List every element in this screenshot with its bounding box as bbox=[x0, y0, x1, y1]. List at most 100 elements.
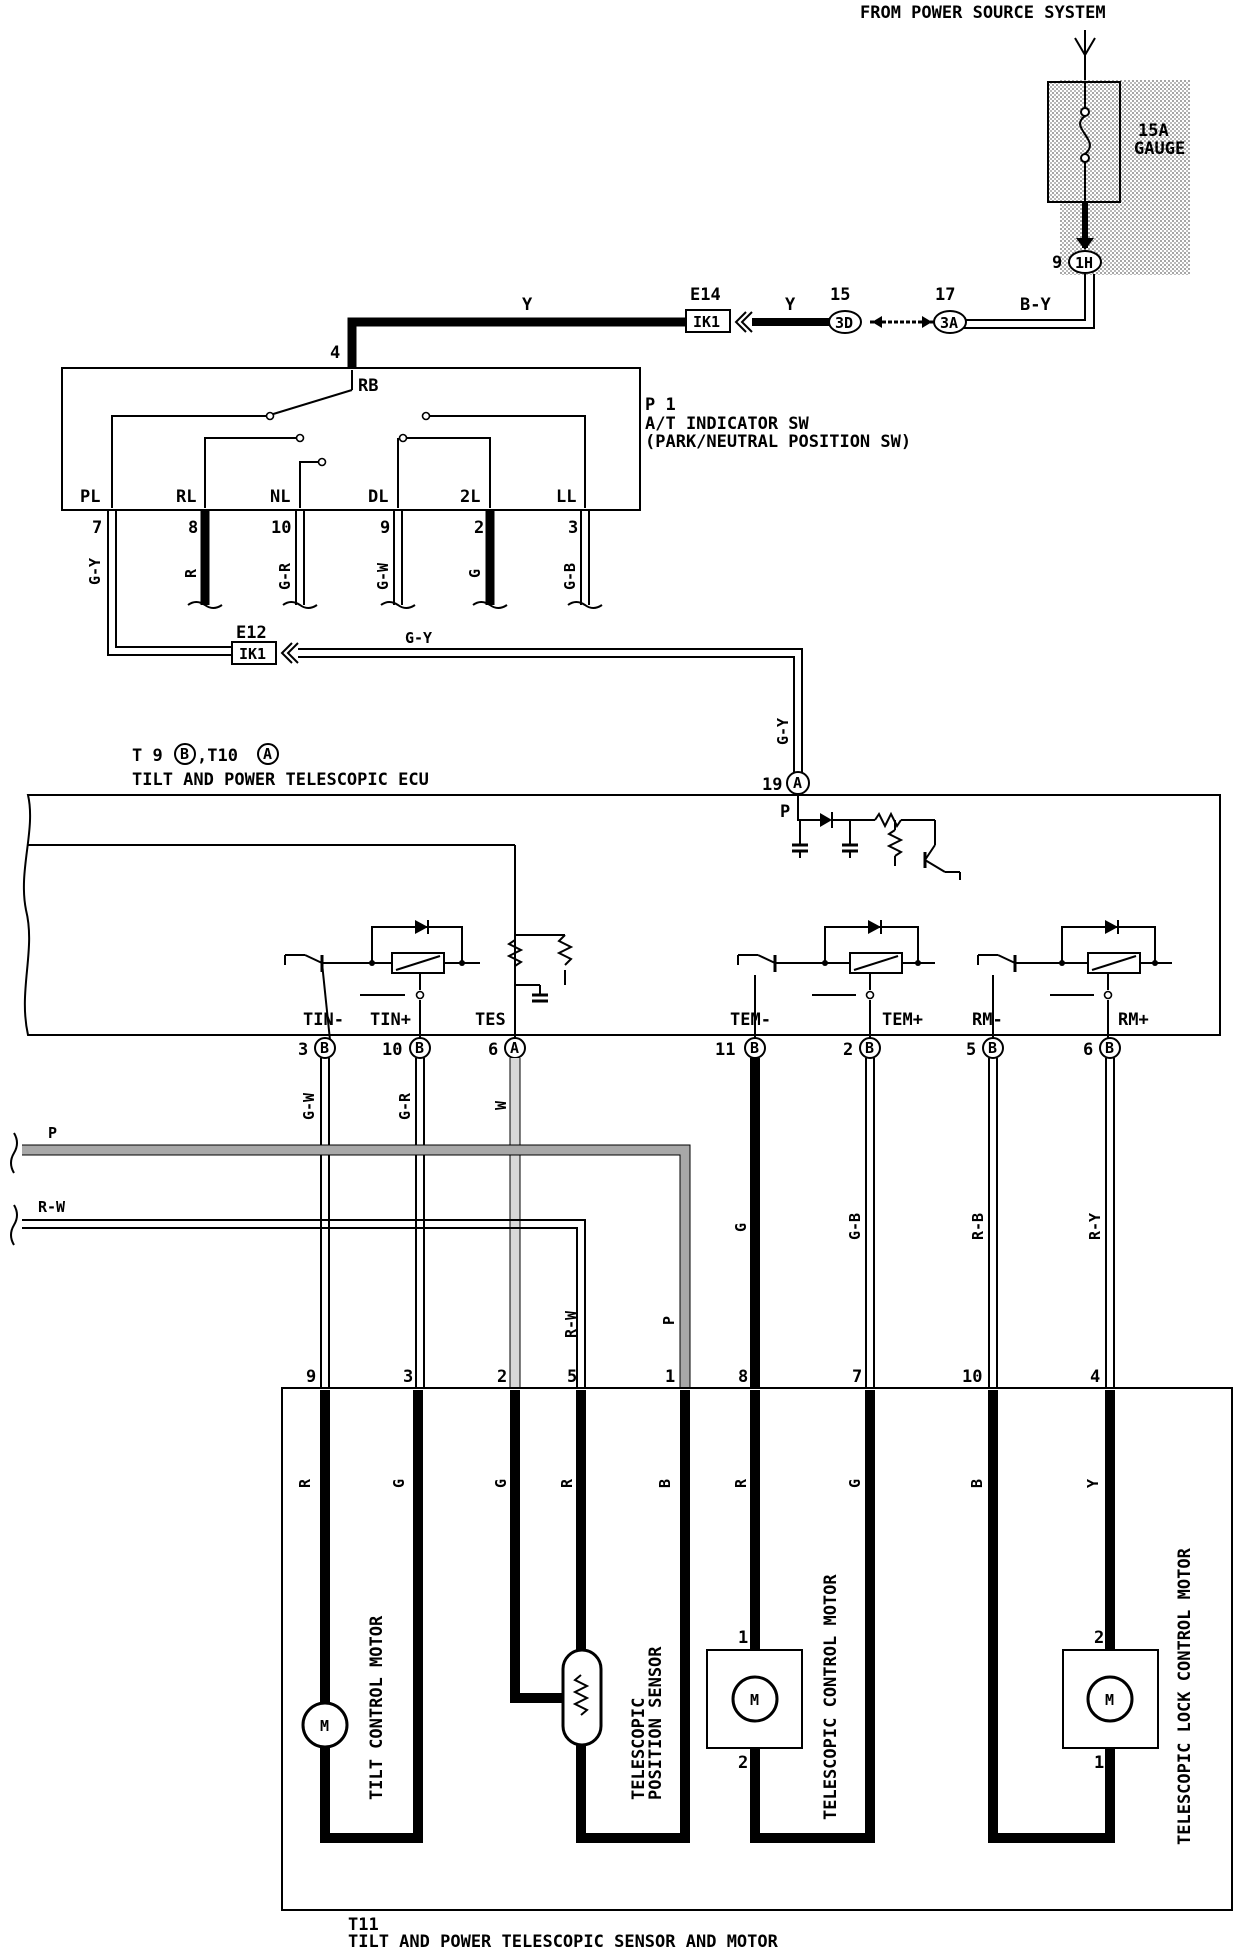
ecu-rm-relay bbox=[977, 920, 1172, 1040]
wire-by-outline bbox=[963, 274, 1095, 329]
connector-1h bbox=[1068, 250, 1102, 274]
ecu-code-1: T 9 bbox=[132, 746, 163, 766]
tilt-motor-wires bbox=[320, 1390, 423, 1843]
ecu-conn-tin-plus: B bbox=[415, 1039, 424, 1057]
atsw-terminal-dl: DL bbox=[368, 487, 388, 507]
sensor-wires bbox=[510, 1390, 690, 1843]
motor-pin-7: 7 bbox=[852, 1367, 862, 1387]
motor-pin-4: 4 bbox=[1090, 1367, 1100, 1387]
ecu-terminal-labels: TIN- TIN+ TES TEM- TEM+ RM- RM+ bbox=[303, 1010, 1149, 1030]
ecu-conn-tes: A bbox=[510, 1039, 519, 1057]
wire-pl bbox=[107, 510, 232, 656]
atsw-terminal-ll: LL bbox=[556, 487, 576, 507]
atsw-pin-ll: 3 bbox=[568, 518, 578, 538]
wire-by bbox=[963, 274, 1086, 321]
ecu-terminal-tin-plus: TIN+ bbox=[370, 1010, 411, 1030]
tilt-motor-icon bbox=[301, 1701, 349, 1749]
lock-motor-label: TELESCOPIC LOCK CONTROL MOTOR bbox=[1175, 1547, 1195, 1845]
ecu-code-badge-1: B bbox=[180, 745, 189, 763]
connector-3a-pin: 17 bbox=[935, 285, 955, 305]
fuse-name: GAUGE bbox=[1134, 139, 1185, 159]
connector-e12-chevrons bbox=[280, 642, 299, 664]
ecu-code-badge-2: A bbox=[263, 745, 272, 763]
ecu-conn-tem-minus: B bbox=[750, 1039, 759, 1057]
ecu-pin-tin-plus: 10 bbox=[382, 1040, 402, 1060]
wire-gy-run bbox=[298, 648, 803, 772]
ecu-tin-relay bbox=[284, 920, 480, 1041]
ecu-input-conn: A bbox=[793, 774, 802, 792]
label-wire-pl: G-Y bbox=[86, 558, 104, 585]
motor-pin-9: 9 bbox=[306, 1367, 316, 1387]
motor-pin-8: 8 bbox=[738, 1367, 748, 1387]
connector-3d-pin: 15 bbox=[830, 285, 850, 305]
label-wire-tem-minus: G bbox=[732, 1223, 750, 1232]
ecu-input-pin: 19 bbox=[762, 775, 782, 795]
label-wire-gb: G-B bbox=[561, 563, 579, 590]
fuse-symbol bbox=[1079, 82, 1091, 202]
motor-pin-1: 1 bbox=[665, 1367, 675, 1387]
atsw-pin-pl: 7 bbox=[92, 518, 102, 538]
ecu-pin-tin-minus: 3 bbox=[298, 1040, 308, 1060]
tele-motor-wires bbox=[750, 1390, 875, 1843]
fuse-rating: 15A bbox=[1138, 121, 1169, 141]
ecu-badge-a bbox=[257, 743, 279, 765]
atsw-name: A/T INDICATOR SW bbox=[645, 414, 810, 434]
ecu-conn-tem-plus: B bbox=[865, 1039, 874, 1057]
label-wire-tin-minus: G-W bbox=[300, 1092, 318, 1120]
ecu-terminal-tin-minus: TIN- bbox=[303, 1010, 344, 1030]
motor-unit-name: TILT AND POWER TELESCOPIC SENSOR AND MOT… bbox=[348, 1932, 779, 1950]
label-motor-r2: R bbox=[558, 1478, 576, 1488]
atsw-terminal-labels: PL RL NL DL 2L LL bbox=[80, 487, 576, 507]
tele-motor-pin-top: 1 bbox=[738, 1628, 748, 1648]
label-wire-ecu-in: G-Y bbox=[774, 718, 792, 745]
label-motor-r1: R bbox=[296, 1478, 314, 1488]
atsw-alt-name: (PARK/NEUTRAL POSITION SW) bbox=[645, 432, 911, 452]
label-motor-r3: R bbox=[732, 1478, 750, 1488]
label-motor-b1: B bbox=[656, 1479, 674, 1488]
ecu-input-connector bbox=[786, 771, 810, 795]
label-motor-b2: B bbox=[968, 1479, 986, 1488]
sensor-label-1: TELESCOPIC bbox=[629, 1698, 649, 1800]
label-motor-g3: G bbox=[846, 1479, 864, 1488]
power-source-label: FROM POWER SOURCE SYSTEM bbox=[860, 3, 1106, 23]
connector-e14-chevrons bbox=[734, 311, 753, 333]
atsw-output-wires bbox=[187, 510, 603, 609]
atsw-terminal-2l: 2L bbox=[460, 487, 480, 507]
wire-y-main bbox=[347, 317, 686, 370]
lock-motor-pin-top: 2 bbox=[1094, 1628, 1104, 1648]
motor-pin-2: 2 bbox=[497, 1367, 507, 1387]
ecu-name: TILT AND POWER TELESCOPIC ECU bbox=[132, 770, 429, 790]
label-wire-y-2: Y bbox=[785, 295, 796, 315]
ecu-pin-connectors: 3 B 10 B 6 A 11 B 2 B 5 B 6 B bbox=[298, 1037, 1121, 1060]
position-sensor-icon bbox=[561, 1648, 603, 1747]
atsw-pin-dl: 9 bbox=[380, 518, 390, 538]
motor-unit-pins: 9 3 2 5 1 8 7 10 4 bbox=[306, 1367, 1100, 1387]
tele-motor-symbol: M bbox=[750, 1691, 759, 1709]
tele-motor-label: TELESCOPIC CONTROL MOTOR bbox=[821, 1574, 841, 1820]
ecu-terminal-tem-plus: TEM+ bbox=[882, 1010, 923, 1030]
power-source-arrow bbox=[1074, 30, 1096, 85]
label-wire-tin-plus: G-R bbox=[396, 1092, 414, 1120]
atsw-code: P 1 bbox=[645, 395, 676, 415]
label-wire-tes: W bbox=[492, 1100, 510, 1110]
motor-pin-3: 3 bbox=[403, 1367, 413, 1387]
atsw-box bbox=[61, 367, 641, 511]
label-wire-y-1: Y bbox=[522, 295, 533, 315]
wire-pl-outline bbox=[115, 510, 232, 648]
label-wire-gr: G-R bbox=[276, 562, 294, 590]
connector-arrows bbox=[870, 316, 934, 328]
motor-pin-5: 5 bbox=[567, 1367, 577, 1387]
ecu-terminal-tem-minus: TEM- bbox=[730, 1010, 771, 1030]
atsw-input-terminal: RB bbox=[358, 376, 378, 396]
label-wire-g: G bbox=[466, 569, 484, 578]
ecu-pin-tem-minus: 11 bbox=[715, 1040, 735, 1060]
ecu-conn-rm-minus: B bbox=[988, 1039, 997, 1057]
connector-3d-code: 3D bbox=[835, 314, 853, 332]
label-wire-e12: G-Y bbox=[405, 629, 432, 647]
label-wire-tem-plus: G-B bbox=[846, 1213, 864, 1240]
ecu-box bbox=[22, 794, 1221, 1036]
label-wire-r: R bbox=[182, 568, 200, 578]
ecu-code-2: ,T10 bbox=[197, 746, 238, 766]
atsw-terminal-pins: 7 8 10 9 2 3 bbox=[92, 518, 578, 538]
label-wire-rm-minus: R-B bbox=[969, 1213, 987, 1240]
